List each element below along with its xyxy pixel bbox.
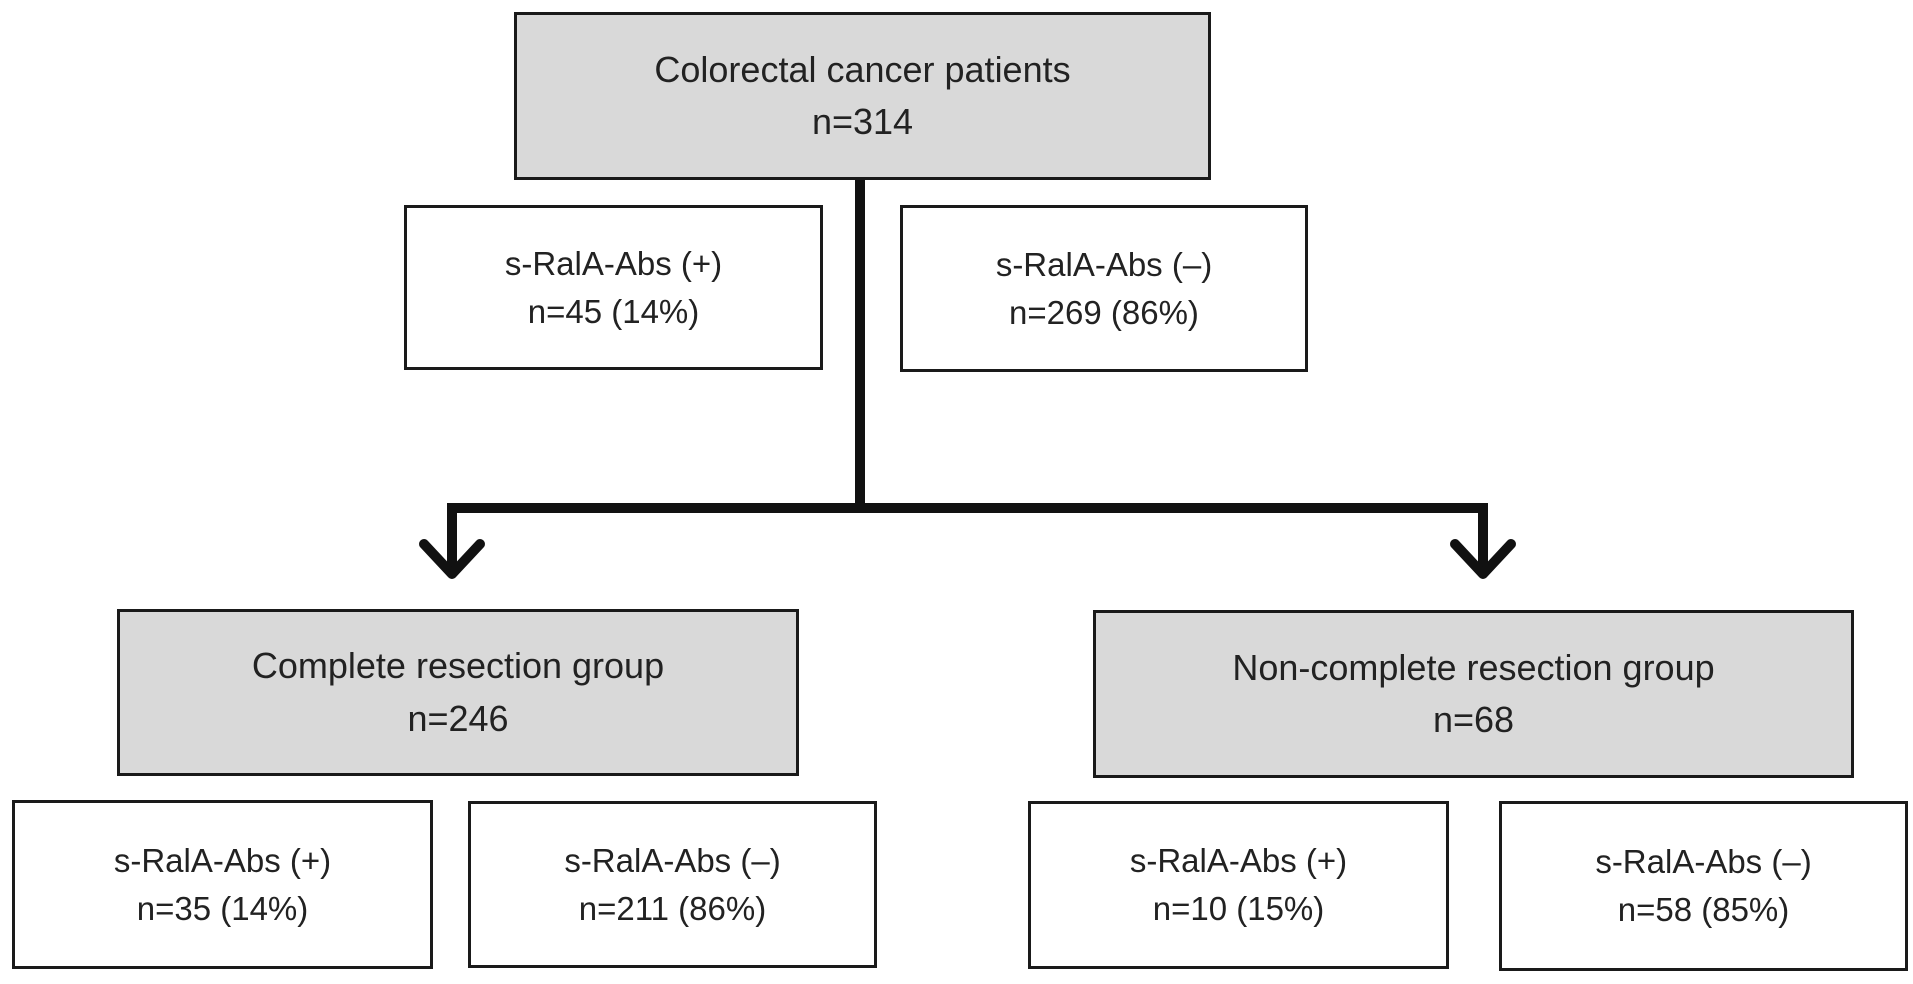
noncomplete-positive-count: n=10 (15%) xyxy=(1152,890,1325,927)
complete-resection-box: Complete resection group n=246 xyxy=(117,609,799,776)
noncomplete-positive-box: s-RalA-Abs (+) n=10 (15%) xyxy=(1028,801,1449,969)
complete-positive-count: n=35 (14%) xyxy=(136,889,309,927)
overall-negative-label: s-RalA-Abs (–) xyxy=(995,245,1213,283)
noncomplete-resection-box: Non-complete resection group n=68 xyxy=(1093,610,1854,778)
overall-negative-box: s-RalA-Abs (–) n=269 (86%) xyxy=(900,205,1308,372)
root-count: n=314 xyxy=(811,101,914,142)
complete-negative-count: n=211 (86%) xyxy=(578,889,767,927)
noncomplete-negative-box: s-RalA-Abs (–) n=58 (85%) xyxy=(1499,801,1908,971)
complete-negative-label: s-RalA-Abs (–) xyxy=(564,841,781,879)
noncomplete-resection-count: n=68 xyxy=(1432,699,1515,740)
overall-negative-count: n=269 (86%) xyxy=(1009,293,1199,331)
root-box: Colorectal cancer patients n=314 xyxy=(514,12,1211,180)
complete-positive-label: s-RalA-Abs (+) xyxy=(113,841,332,879)
complete-negative-box: s-RalA-Abs (–) n=211 (86%) xyxy=(468,801,877,968)
complete-positive-box: s-RalA-Abs (+) n=35 (14%) xyxy=(12,800,433,969)
right-arrowhead-icon xyxy=(1450,539,1516,579)
noncomplete-negative-label: s-RalA-Abs (–) xyxy=(1595,843,1812,881)
left-arrowhead-icon xyxy=(419,539,485,579)
complete-resection-count: n=246 xyxy=(407,697,509,739)
noncomplete-negative-count: n=58 (85%) xyxy=(1617,891,1790,928)
noncomplete-positive-label: s-RalA-Abs (+) xyxy=(1129,842,1348,880)
root-title: Colorectal cancer patients xyxy=(654,48,1071,90)
overall-positive-box: s-RalA-Abs (+) n=45 (14%) xyxy=(404,205,823,370)
complete-resection-title: Complete resection group xyxy=(251,645,665,687)
noncomplete-resection-title: Non-complete resection group xyxy=(1232,646,1715,688)
overall-positive-count: n=45 (14%) xyxy=(527,292,700,330)
overall-positive-label: s-RalA-Abs (+) xyxy=(504,244,723,282)
